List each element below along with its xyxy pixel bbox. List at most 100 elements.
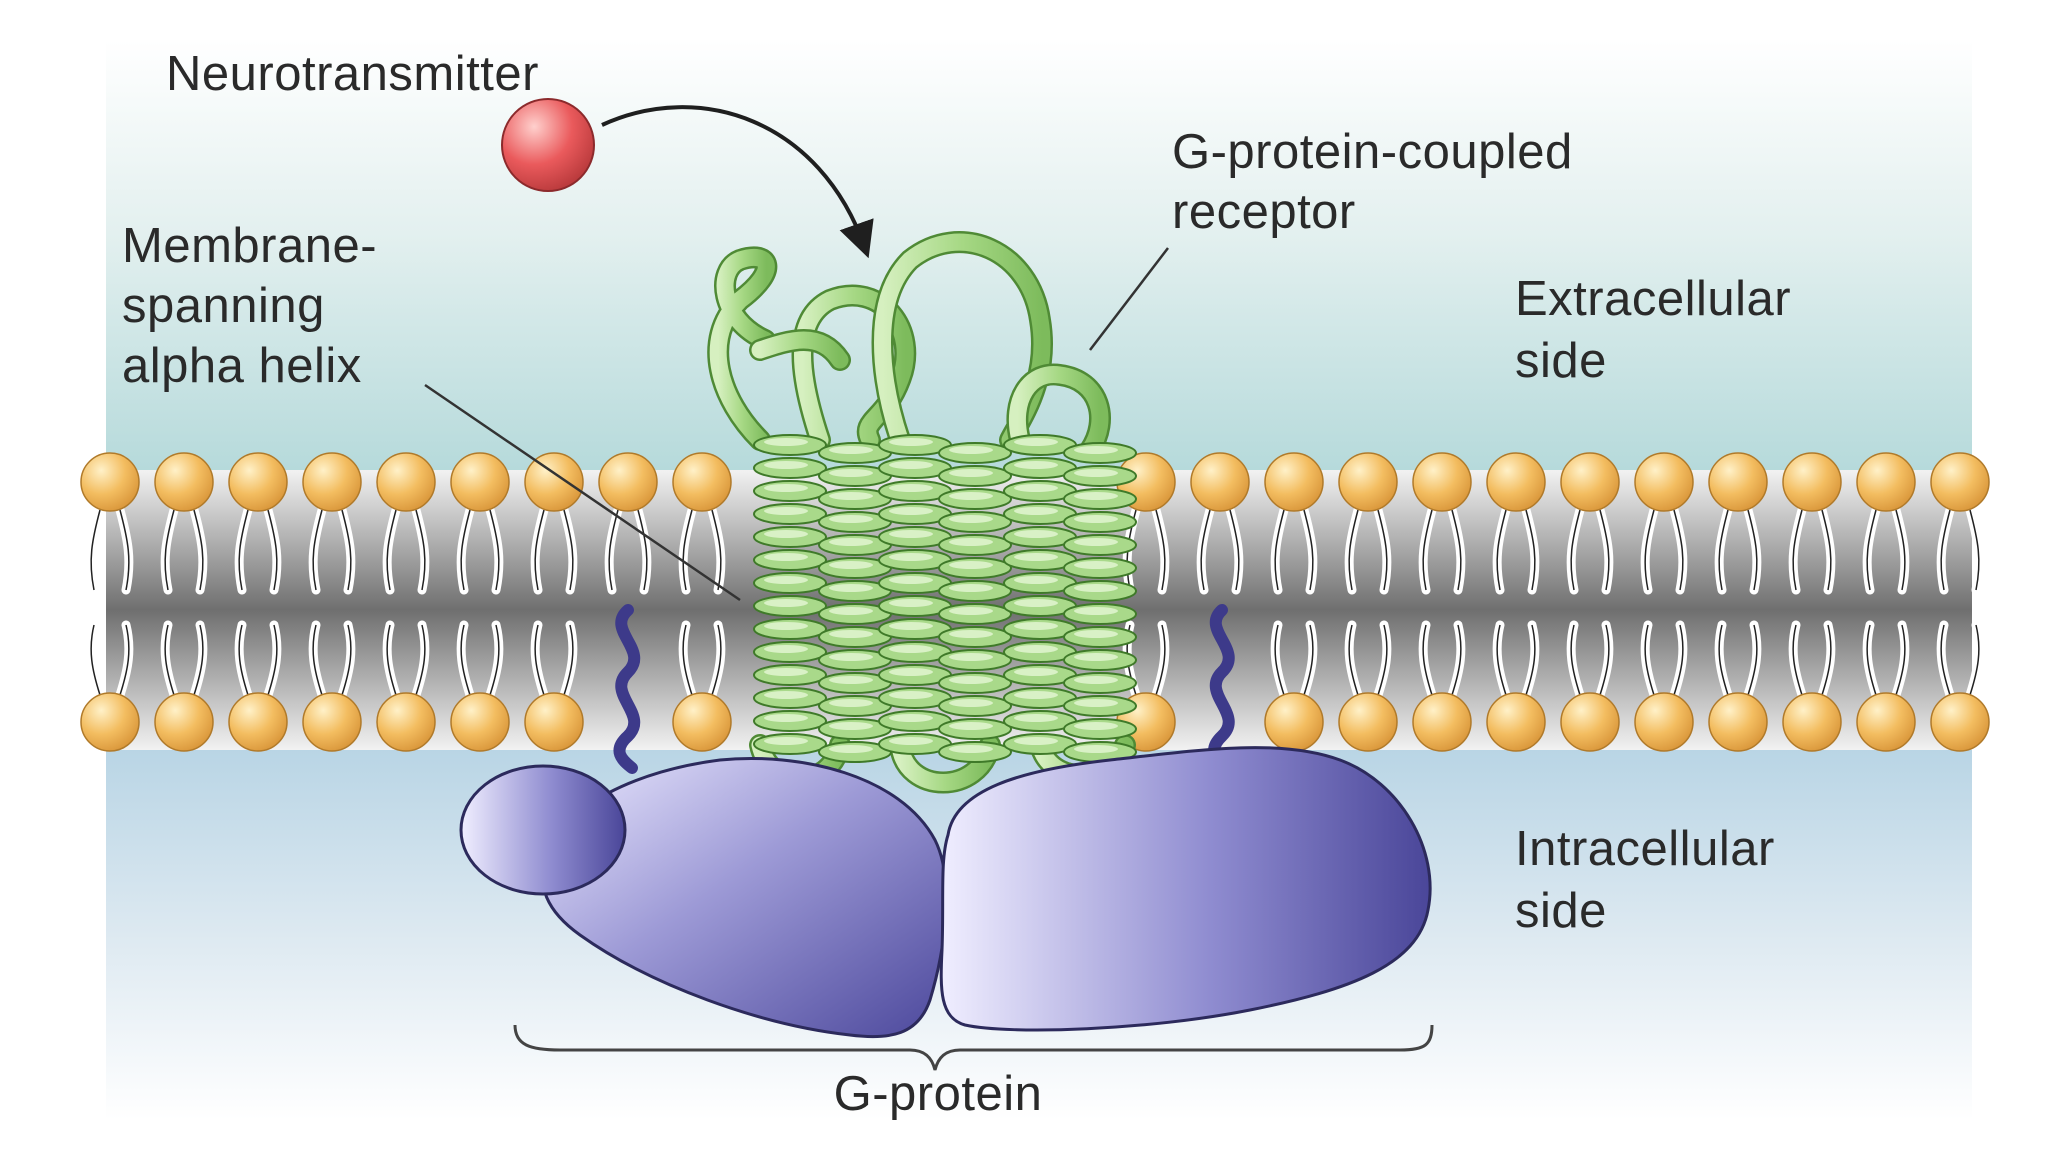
lipid-tail-outline (1895, 624, 1906, 696)
alpha-helix-highlight (949, 561, 993, 569)
alpha-helix-highlight (764, 484, 808, 492)
lipid-tail-outline (1155, 509, 1166, 591)
lipid-head (154, 692, 214, 752)
alpha-helix-highlight (889, 668, 933, 676)
alpha-helix-highlight (1074, 722, 1118, 730)
alpha-helix-highlight (949, 630, 993, 638)
lipid-tail-outline (238, 624, 249, 696)
lipid-head (524, 692, 584, 752)
lipid-tail-outline (119, 624, 130, 696)
alpha-helix-highlight (1014, 691, 1058, 699)
alpha-helix-highlight (1014, 461, 1058, 469)
lipid-tail-outline (534, 509, 545, 591)
lipid-tail-outline (1200, 509, 1211, 591)
alpha-helix-highlight (829, 515, 873, 523)
alpha-helix-highlight (1014, 530, 1058, 538)
alpha-helix-highlight (889, 599, 933, 607)
alpha-helix-highlight (1074, 492, 1118, 500)
lipid-head (1856, 692, 1916, 752)
intracellular-label: Intracellular side (1515, 822, 1789, 938)
lipid-head (1782, 452, 1842, 512)
alpha-helix-highlight (764, 530, 808, 538)
lipid-tail-outline (1644, 624, 1655, 696)
lipid-tail-outline (1348, 624, 1359, 696)
lipid-tail-outline (608, 509, 619, 591)
alpha-helix-highlight (1014, 599, 1058, 607)
alpha-helix-highlight (1074, 584, 1118, 592)
alpha-helix-highlight (829, 469, 873, 477)
alpha-helix-highlight (764, 461, 808, 469)
receptor-label-line-2: receptor (1172, 185, 1356, 239)
helix-label-line-3: alpha helix (122, 339, 362, 393)
lipid-head (302, 452, 362, 512)
alpha-helix-highlight (949, 745, 993, 753)
lipid-head (672, 452, 732, 512)
lipid-tail-outline (489, 624, 500, 696)
lipid-tail-outline (1747, 509, 1758, 591)
lipid-tail-outline (267, 509, 278, 591)
lipid-tail-outline (267, 624, 278, 696)
lipid-tail-outline (1496, 624, 1507, 696)
lipid-head (1634, 452, 1694, 512)
alpha-helix-highlight (764, 576, 808, 584)
lipid-tail-outline (1792, 509, 1803, 591)
lipid-tail-outline (1792, 624, 1803, 696)
alpha-helix-highlight (1074, 446, 1118, 454)
alpha-helix-highlight (889, 622, 933, 630)
receptor-label: G-protein-coupled receptor (1172, 125, 1587, 239)
alpha-helix-highlight (1074, 515, 1118, 523)
lipid-tail-outline (1718, 624, 1729, 696)
lipid-head (1930, 452, 1990, 512)
lipid-tail-outline (1422, 624, 1433, 696)
lipid-tail-outline (1940, 624, 1951, 696)
g-protein-brace (513, 1024, 1434, 1071)
alpha-helix-highlight (949, 722, 993, 730)
lipid-tail-outline (1155, 624, 1166, 696)
alpha-helix-highlight (1014, 438, 1058, 446)
lipid-tail-outline (1940, 509, 1951, 591)
lipid-tail-outline (1866, 624, 1877, 696)
lipid-head (228, 692, 288, 752)
g-protein (459, 746, 1432, 1039)
lipid-head (1412, 692, 1472, 752)
lipid-tail-outline (1747, 624, 1758, 696)
alpha-helix-highlight (829, 446, 873, 454)
lipid-tail-outline (1570, 624, 1581, 696)
alpha-helix-highlight (889, 438, 933, 446)
alpha-helix-highlight (764, 599, 808, 607)
alpha-helix-highlight (764, 622, 808, 630)
extracellular-label-line-1: Extracellular (1515, 272, 1791, 326)
lipid-tail-outline (1866, 509, 1877, 591)
lipid-head (672, 692, 732, 752)
alpha-helix-highlight (829, 561, 873, 569)
lipid-tail-outline (193, 509, 204, 591)
alpha-helix-highlight (949, 699, 993, 707)
lipid-tail-outline (341, 624, 352, 696)
intracellular-label-line-1: Intracellular (1515, 822, 1775, 876)
extracellular-label-line-2: side (1515, 334, 1607, 388)
lipid-head (228, 452, 288, 512)
alpha-helix-highlight (1014, 576, 1058, 584)
g-protein-left-subunit (541, 756, 948, 1039)
lipid-tail-outline (1644, 509, 1655, 591)
alpha-helix-highlight (889, 484, 933, 492)
lipid-head (1634, 692, 1694, 752)
lipid-head (1486, 692, 1546, 752)
lipid-tail-outline (90, 509, 101, 591)
alpha-helix-highlight (889, 507, 933, 515)
lipid-tail-outline (1599, 624, 1610, 696)
alpha-helix-highlight (949, 676, 993, 684)
lipid-tail-outline (1599, 509, 1610, 591)
lipid-head (450, 692, 510, 752)
lipid-tail-outline (1274, 624, 1285, 696)
receptor-label-line-1: G-protein-coupled (1172, 125, 1573, 179)
neurotransmitter-molecule (501, 98, 595, 192)
lipid-tail-outline (1969, 509, 1980, 591)
lipid-head (1190, 452, 1250, 512)
alpha-helix-highlight (1014, 507, 1058, 515)
lipid-tail-outline (1451, 509, 1462, 591)
alpha-helix-highlight (949, 446, 993, 454)
lipid-tail-outline (341, 509, 352, 591)
lipid-tail-outline (1821, 624, 1832, 696)
